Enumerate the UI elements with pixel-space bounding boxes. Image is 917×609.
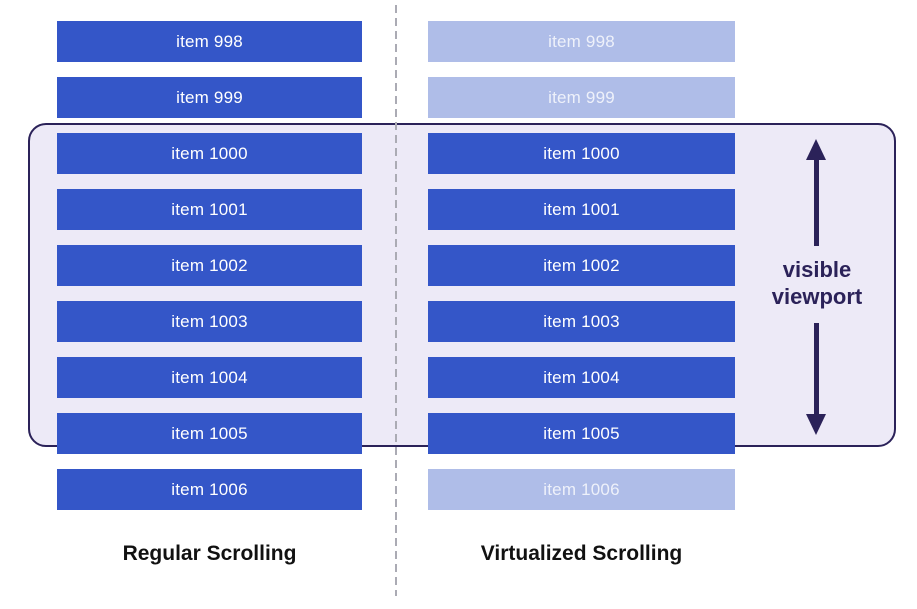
list-item: item 1000 <box>428 133 735 174</box>
list-item: item 999 <box>428 77 735 118</box>
viewport-arrow-down-icon <box>806 323 826 435</box>
list-item: item 1006 <box>57 469 362 510</box>
list-item: item 998 <box>428 21 735 62</box>
arrow-shaft <box>813 323 819 414</box>
list-item: item 999 <box>57 77 362 118</box>
viewport-arrow-up-icon <box>806 139 826 246</box>
list-item: item 1004 <box>428 357 735 398</box>
visible-viewport-label-line1: visible <box>782 257 852 282</box>
list-item: item 1005 <box>428 413 735 454</box>
virtualized-scrolling-caption: Virtualized Scrolling <box>480 542 683 565</box>
arrowhead-up-icon <box>806 139 826 160</box>
list-item: item 1000 <box>57 133 362 174</box>
arrowhead-down-icon <box>806 414 826 435</box>
visible-viewport-label-line2: viewport <box>771 284 863 309</box>
column-divider-dashed-line <box>395 5 397 596</box>
list-item: item 1003 <box>428 301 735 342</box>
list-item: item 1003 <box>57 301 362 342</box>
list-item: item 1006 <box>428 469 735 510</box>
list-item: item 1001 <box>57 189 362 230</box>
list-item: item 1001 <box>428 189 735 230</box>
list-item: item 1005 <box>57 413 362 454</box>
list-item: item 1004 <box>57 357 362 398</box>
regular-scrolling-list: item 998 item 999 item 1000 item 1001 item 1… <box>57 21 362 525</box>
arrow-shaft <box>813 160 819 246</box>
list-item: item 1002 <box>428 245 735 286</box>
virtualized-scrolling-list: item 998 item 999 item 1000 item 1001 item 1… <box>428 21 735 525</box>
list-item: item 998 <box>57 21 362 62</box>
regular-scrolling-caption: Regular Scrolling <box>122 542 297 565</box>
visible-viewport-label: visible viewport <box>735 256 899 310</box>
list-item: item 1002 <box>57 245 362 286</box>
